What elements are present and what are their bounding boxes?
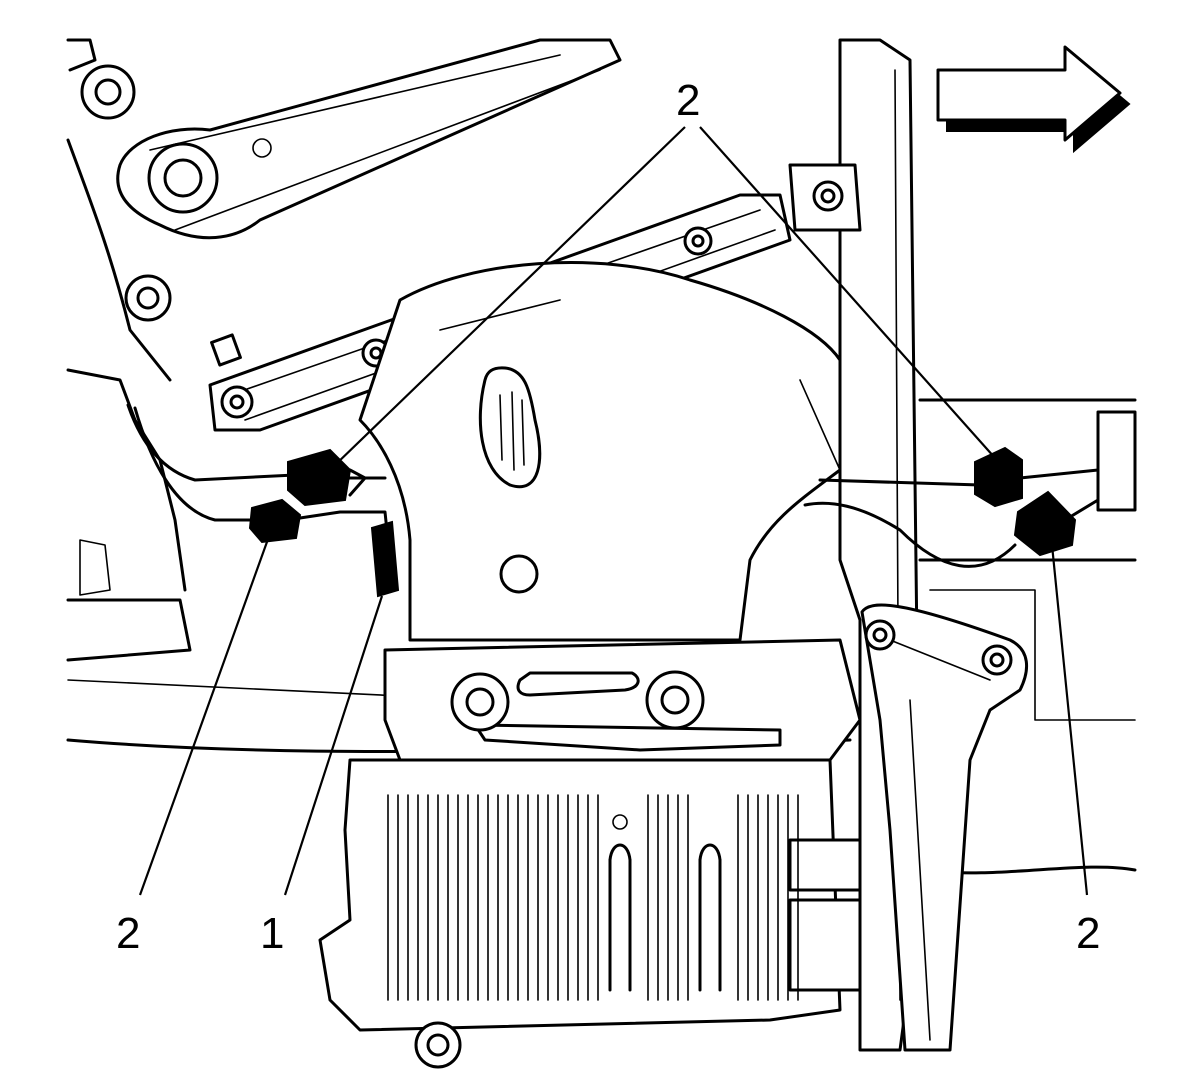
knock-sensor-connector-right-upper xyxy=(974,446,1023,508)
arrow-right-icon xyxy=(936,45,1131,154)
sensor-wiring-harness xyxy=(126,403,1100,568)
knock-sensor-connector-right-lower xyxy=(1013,490,1077,557)
knock-sensor-connector-left-lower xyxy=(248,498,302,544)
callout-2-top: 2 xyxy=(676,76,700,125)
callout-2-left: 2 xyxy=(116,909,140,958)
callout-2-right: 2 xyxy=(1076,909,1100,958)
engine-block xyxy=(358,261,842,642)
oil-pan xyxy=(383,638,862,762)
knock-sensor-1 xyxy=(370,520,400,598)
callout-1: 1 xyxy=(260,909,284,958)
leader-lines xyxy=(138,126,1089,896)
suspension-control-arm xyxy=(80,38,622,240)
finned-housing xyxy=(318,758,882,1069)
transmission-mount-strut xyxy=(860,603,1029,1052)
knock-sensor-connector-left-upper xyxy=(287,448,367,507)
